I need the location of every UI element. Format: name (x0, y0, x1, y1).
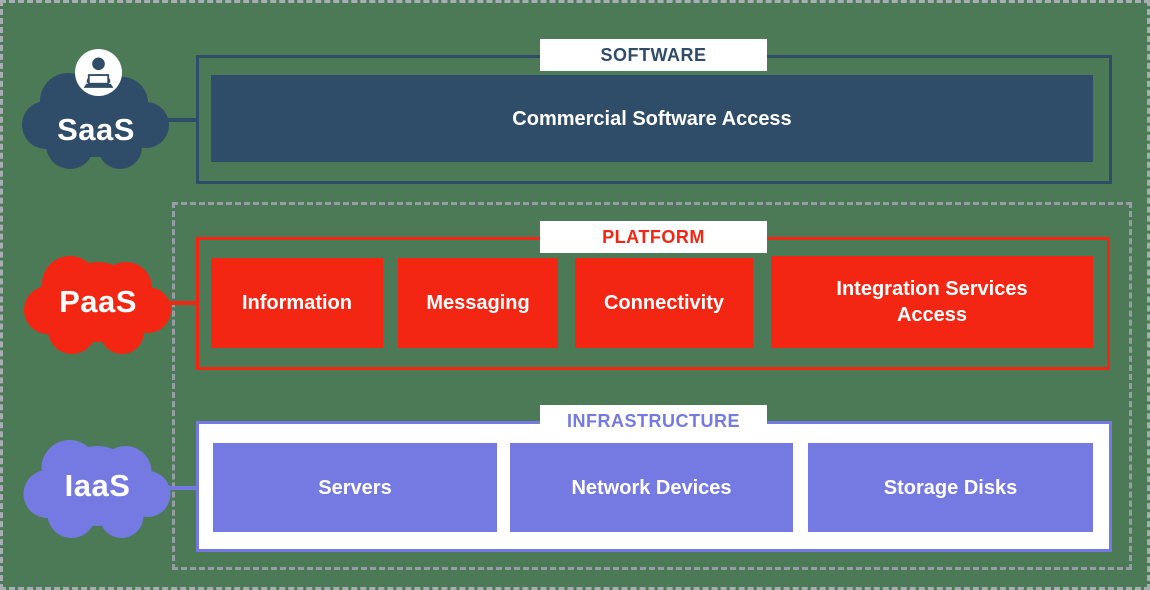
integration-services-access-box: Integration Services Access (771, 256, 1093, 348)
storage-disks-label: Storage Disks (883, 476, 1018, 499)
platform-section-label: PLATFORM (540, 221, 767, 253)
storage-disks-box: Storage Disks (808, 443, 1093, 532)
information-label: Information (242, 292, 352, 314)
person-at-laptop-icon (75, 49, 122, 96)
paas-cloud: PaaS (22, 246, 174, 358)
messaging-box: Messaging (398, 258, 558, 348)
network-devices-box: Network Devices (510, 443, 793, 532)
commercial-software-access-label: Commercial Software Access (512, 107, 792, 130)
commercial-software-access-box: Commercial Software Access (211, 75, 1093, 162)
information-box: Information (211, 258, 383, 348)
iaas-cloud: IaaS (20, 430, 175, 542)
saas-connector-line (164, 118, 198, 122)
paas-connector-line (166, 301, 198, 305)
saas-cloud-label: SaaS (57, 112, 135, 147)
software-section-label: SOFTWARE (540, 39, 767, 71)
servers-box: Servers (213, 443, 497, 532)
connectivity-label: Connectivity (603, 292, 725, 314)
cloud-shape (24, 256, 171, 354)
connectivity-box: Connectivity (575, 258, 753, 348)
iaas-connector-line (168, 486, 198, 490)
infrastructure-section-label: INFRASTRUCTURE (540, 405, 767, 437)
iaas-cloud-label: IaaS (64, 468, 131, 503)
paas-iaas-dashed-group (172, 202, 1132, 570)
integration-services-access-label: Integration Services Access (836, 278, 1028, 326)
messaging-label: Messaging (426, 292, 530, 314)
servers-label: Servers (318, 476, 392, 499)
cloud-shape (23, 440, 171, 538)
network-devices-label: Network Devices (571, 476, 732, 499)
paas-cloud-label: PaaS (59, 284, 137, 319)
